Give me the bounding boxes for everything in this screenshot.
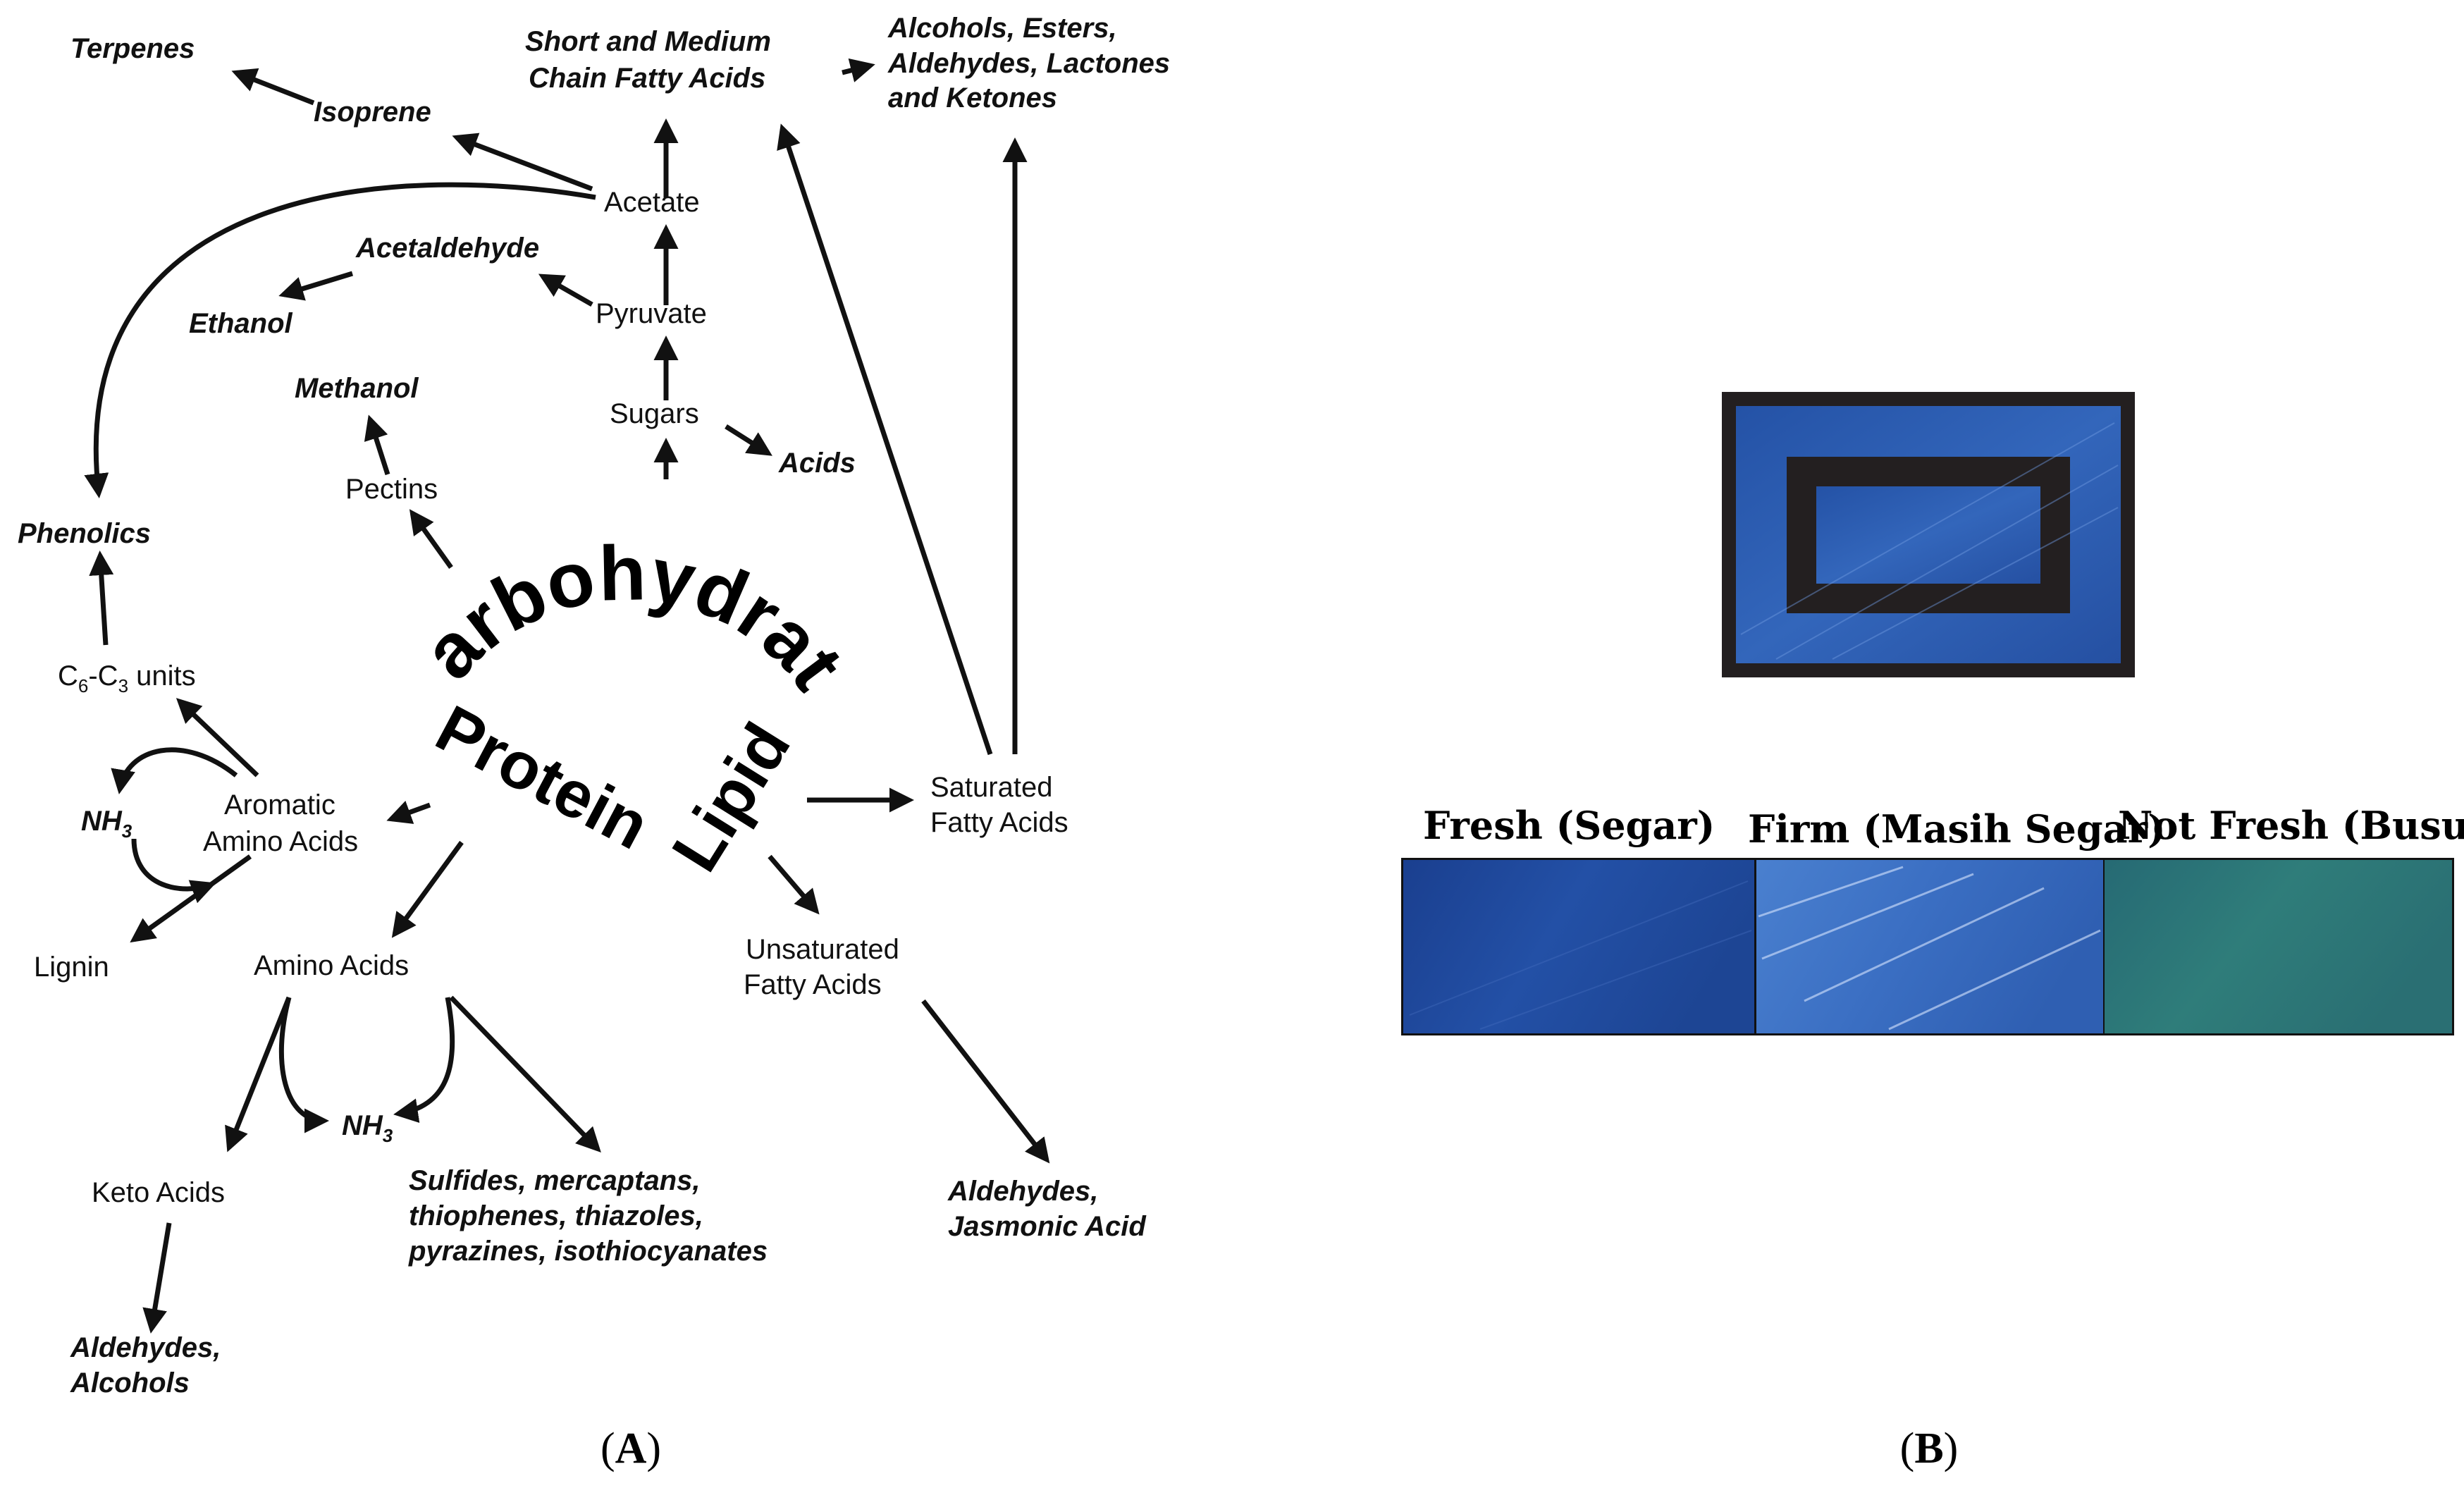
node-acetaldehyde: Acetaldehyde: [355, 233, 539, 264]
node-alcohols-3: and Ketones: [888, 82, 1057, 113]
node-nh3-top: NH3: [81, 806, 133, 842]
node-saturated-2: Fatty Acids: [930, 807, 1068, 838]
arrow-protein-to-amino-acids: [391, 840, 464, 938]
node-unsaturated-2: Fatty Acids: [744, 969, 882, 1000]
node-ethanol: Ethanol: [189, 308, 293, 339]
node-nh3-bottom: NH3: [342, 1110, 393, 1146]
panel-a-label: (A): [600, 1425, 661, 1473]
node-aromatic-2: Amino Acids: [203, 826, 358, 857]
arrow-amino-to-nh3-b: [393, 997, 455, 1124]
arrow-sugars-to-acids: [725, 424, 772, 456]
arrow-c6c3-to-phenolics: [89, 551, 114, 646]
node-aldehydes-jasmonic-2: Jasmonic Acid: [948, 1211, 1147, 1242]
pathway-arrows: [84, 58, 1050, 1334]
lipid-label: Lipid: [658, 711, 804, 884]
node-methanol: Methanol: [295, 373, 419, 404]
arrow-pectins-to-methanol: [364, 414, 390, 476]
arrow-keto-to-aldehydes: [142, 1222, 172, 1334]
arrow-acetaldehyde-to-ethanol: [278, 271, 354, 301]
node-terpenes: Terpenes: [70, 33, 195, 64]
node-pectins: Pectins: [345, 474, 438, 505]
swatch-not-fresh: [2105, 860, 2452, 1033]
node-pyruvate: Pyruvate: [596, 298, 707, 329]
node-short-medium-2: Chain Fatty Acids: [529, 63, 765, 94]
arrow-amino-to-nh3: [278, 997, 329, 1133]
node-amino-acids: Amino Acids: [254, 950, 409, 981]
arrow-unsaturated-to-aldehydes: [921, 999, 1050, 1164]
node-aldehydes-alcohols-2: Alcohols: [70, 1367, 190, 1398]
arrow-nh3-loop: [131, 838, 216, 904]
node-sugars: Sugars: [610, 398, 699, 429]
node-c6c3-units: C6-C3 units: [58, 660, 196, 696]
heading-fresh: Fresh (Segar): [1423, 803, 1715, 848]
node-isoprene: Isoprene: [314, 97, 431, 128]
node-short-medium-1: Short and Medium: [525, 26, 771, 57]
protein-label: Protein: [425, 691, 661, 863]
node-aldehydes-alcohols-1: Aldehydes,: [70, 1332, 221, 1363]
arrow-amino-to-sulfides: [449, 995, 601, 1153]
node-lignin: Lignin: [34, 952, 109, 983]
arrow-protein-to-aromatic: [386, 800, 431, 824]
node-saturated-1: Saturated: [930, 772, 1052, 803]
heading-not-fresh: Not Fresh (Busuk): [2118, 803, 2464, 848]
sensor-inner-fill: [1816, 486, 2040, 584]
heading-firm: Firm (Masih Segar): [1748, 806, 2166, 852]
node-unsaturated-1: Unsaturated: [746, 934, 899, 965]
arrow-lipid-to-unsaturated: [768, 854, 820, 915]
sensor-tag: [1722, 392, 2135, 677]
node-phenolics: Phenolics: [18, 518, 151, 549]
node-alcohols-1: Alcohols, Esters,: [887, 13, 1117, 44]
arrow-carbohydrate-to-pectins: [409, 509, 453, 570]
arrow-isoprene-to-terpenes: [231, 68, 315, 106]
arrow-aromatic-to-lignin: [130, 854, 252, 943]
pathway-nodes: Terpenes Isoprene Short and Medium Chain…: [18, 13, 1170, 1398]
core-terms: Carbohydrate Protein Lipid: [0, 0, 860, 884]
swatch-fresh: [1403, 860, 1754, 1033]
node-keto-acids: Keto Acids: [92, 1177, 225, 1208]
node-acids: Acids: [778, 448, 856, 479]
node-acetate: Acetate: [604, 187, 700, 218]
arrow-acetate-to-isoprene: [452, 133, 593, 192]
node-sulfides-2: thiophenes, thiazoles,: [409, 1200, 703, 1231]
node-sulfides-3: pyrazines, isothiocyanates: [408, 1236, 768, 1267]
node-aldehydes-jasmonic-1: Aldehydes,: [947, 1176, 1098, 1207]
arrow-pyruvate-to-acetaldehyde: [538, 273, 593, 307]
arrow-saturated-to-fatty-acids: [777, 123, 993, 756]
arrow-acetate-to-phenolics: [84, 182, 596, 498]
node-alcohols-2: Aldehydes, Lactones: [887, 48, 1170, 79]
arrow-amino-to-keto: [225, 996, 292, 1152]
arrow-aromatic-to-nh3: [111, 747, 238, 794]
node-aromatic-1: Aromatic: [224, 789, 335, 820]
freshness-scale: Fresh (Segar) Firm (Masih Segar) Not Fre…: [1401, 803, 2464, 1035]
swatch-firm: [1756, 860, 2103, 1033]
arrow-aromatic-to-c6c3: [175, 698, 259, 777]
node-sulfides-1: Sulfides, mercaptans,: [409, 1165, 700, 1196]
swatch-firm-streaks: [1758, 866, 2101, 1031]
panel-b-label: (B): [1900, 1425, 1959, 1473]
arrow-fatty-acids-to-alcohols: [842, 58, 875, 82]
